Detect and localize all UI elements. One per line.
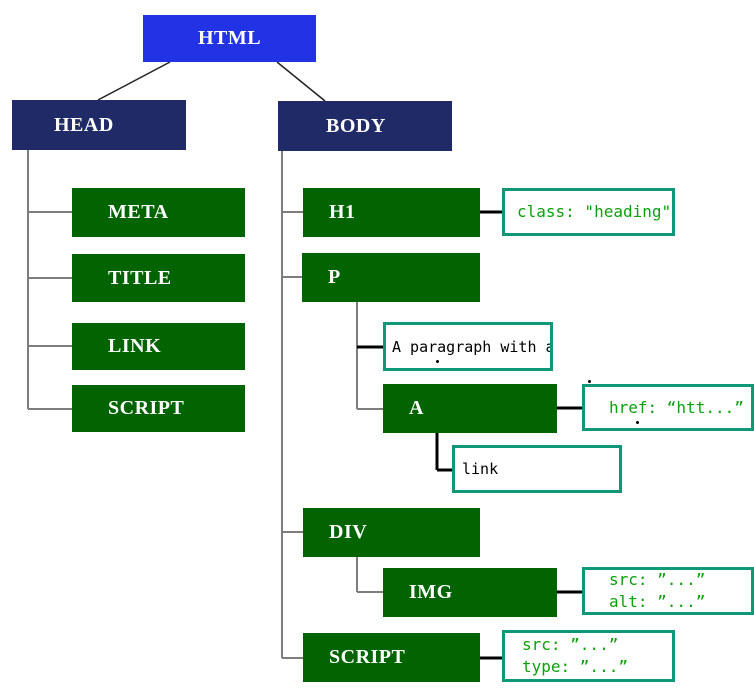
annotation-a-attributes: href: “htt...” (582, 384, 754, 431)
node-h1: H1 (303, 188, 480, 237)
node-head-label: HEAD (54, 113, 114, 136)
node-body-label: BODY (326, 114, 386, 137)
annotation-line: href: “htt...” (609, 397, 744, 417)
textnode-link: link (452, 445, 622, 493)
node-html-label: HTML (197, 27, 262, 49)
textnode-link-text: link (462, 460, 499, 478)
annotation-img-attributes: src: ”...” alt: ”...” (582, 567, 754, 615)
textnode-paragraph-text: A paragraph with a (392, 337, 553, 356)
edge-html-body (276, 61, 326, 102)
node-link-label: LINK (108, 335, 162, 357)
node-script-body-label: SCRIPT (329, 646, 406, 668)
node-script-head: SCRIPT (72, 385, 245, 432)
node-img-label: IMG (409, 581, 453, 603)
stray-dot (588, 380, 591, 383)
node-img: IMG (383, 568, 557, 617)
stray-dot (436, 360, 439, 363)
node-a-label: A (409, 397, 424, 419)
node-title-label: TITLE (108, 266, 172, 289)
stray-dot (636, 421, 639, 424)
node-a: A (383, 384, 557, 433)
node-script-body: SCRIPT (303, 633, 480, 682)
node-div-label: DIV (329, 521, 368, 543)
node-script-head-label: SCRIPT (108, 397, 185, 419)
node-title: TITLE (72, 254, 245, 302)
annotation-line: class: "heading" (517, 202, 672, 221)
annotation-line: src: ”...” (609, 570, 706, 589)
annotation-h1-attributes: class: "heading" (502, 188, 675, 236)
node-link: LINK (72, 323, 245, 370)
annotation-line: src: ”...” (522, 635, 619, 654)
node-head: HEAD (12, 100, 186, 150)
node-body: BODY (278, 101, 452, 151)
annotation-line: type: ”...” (522, 657, 628, 676)
node-html: HTML (143, 15, 316, 62)
textnode-paragraph: A paragraph with a (383, 322, 553, 371)
node-h1-label: H1 (329, 201, 356, 223)
node-p-label: P (328, 266, 341, 288)
node-p: P (302, 253, 480, 302)
node-meta: META (72, 188, 245, 237)
edge-html-head (97, 61, 171, 101)
annotation-line: alt: ”...” (609, 592, 706, 611)
node-meta-label: META (108, 201, 169, 223)
annotation-script-attributes: src: ”...” type: ”...” (502, 630, 675, 682)
node-div: DIV (303, 508, 480, 557)
